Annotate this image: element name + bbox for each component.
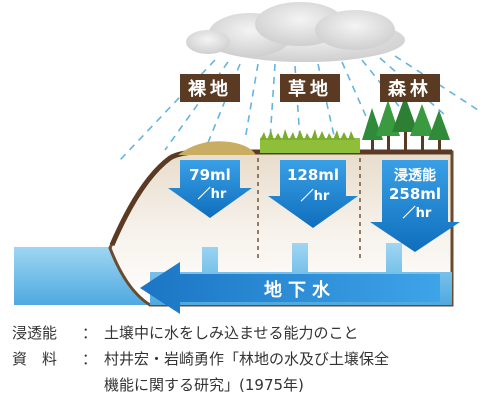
groundwater-arrow bbox=[140, 262, 440, 314]
cloud bbox=[186, 2, 405, 62]
label-grass: 草地 bbox=[280, 74, 340, 102]
label-bare: 裸地 bbox=[180, 74, 240, 102]
caption-line-2: 資 料 ： 村井宏・岩崎勇作「林地の水及び土壌保全 bbox=[12, 348, 389, 369]
label-bare-text: 裸地 bbox=[188, 78, 232, 100]
forest-prefix: 浸透能 bbox=[394, 167, 436, 184]
label-forest: 森林 bbox=[380, 74, 440, 102]
grass-unit: ／hr bbox=[301, 188, 330, 204]
forest-unit: ／hr bbox=[403, 205, 432, 221]
grass bbox=[260, 129, 360, 153]
caption-line-3: 機能に関する研究」(1975年) bbox=[12, 374, 304, 395]
caption-text: 機能に関する研究」(1975年) bbox=[104, 376, 304, 394]
caption-key: 浸透能 bbox=[12, 324, 58, 342]
arrow-bare: 79ml ／hr bbox=[168, 160, 252, 218]
caption-line-1: 浸透能 ： 土壌中に水をしみ込ませる能力のこと bbox=[12, 322, 359, 343]
label-grass-text: 草地 bbox=[288, 78, 332, 100]
caption-text: 土壌中に水をしみ込ませる能力のこと bbox=[104, 324, 359, 342]
diagram-canvas: 地下水 79ml ／hr 128ml ／hr 浸透能 258ml ／hr 裸地 … bbox=[14, 2, 479, 314]
forest-value: 258ml bbox=[389, 185, 441, 203]
bare-ground-mound bbox=[178, 141, 256, 155]
label-forest-text: 森林 bbox=[388, 78, 432, 100]
caption-text: 村井宏・岩崎勇作「林地の水及び土壌保全 bbox=[104, 350, 390, 368]
groundwater-label: 地下水 bbox=[264, 279, 336, 301]
caption-sep: ： bbox=[82, 350, 98, 368]
caption-key: 資 料 bbox=[12, 350, 58, 368]
arrow-forest: 浸透能 258ml ／hr bbox=[370, 160, 460, 252]
arrow-grass: 128ml ／hr bbox=[268, 160, 358, 228]
forest-trees bbox=[362, 96, 450, 152]
river-water bbox=[14, 247, 150, 305]
zone-dividers bbox=[257, 158, 361, 258]
bare-value: 79ml bbox=[189, 166, 231, 184]
bare-unit: ／hr bbox=[198, 186, 227, 202]
grass-value: 128ml bbox=[287, 166, 339, 184]
caption-sep: ： bbox=[82, 324, 98, 342]
